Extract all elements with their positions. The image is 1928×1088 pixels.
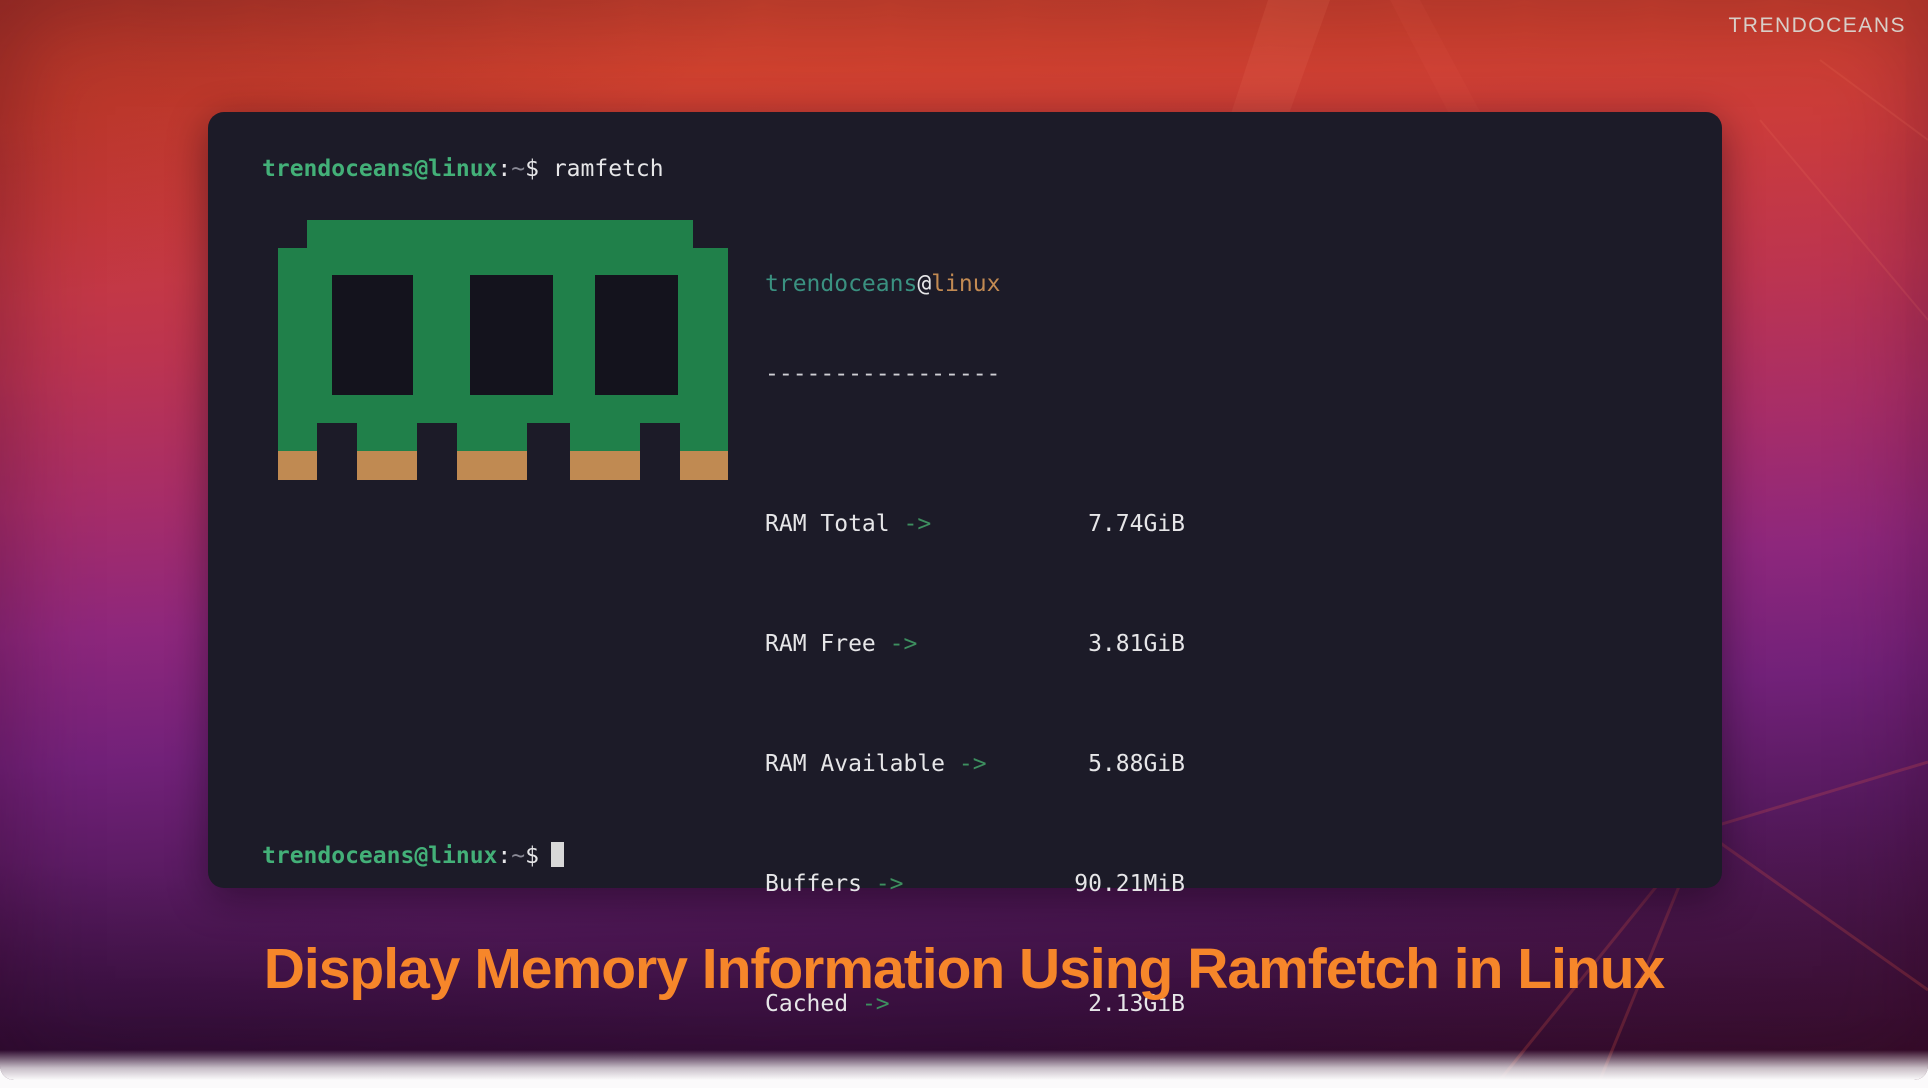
fetch-host: trendoceans@linux [765,269,1185,299]
terminal-cursor[interactable] [550,842,564,867]
prompt-colon: : [497,843,512,869]
stat-value: 7.74GiB [1088,511,1185,537]
fetch-host-name: linux [931,271,1001,297]
stat-row: Buffers -> 90.21MiB [765,869,1185,899]
fetch-separator: ----------------- [765,361,1001,387]
terminal-window[interactable]: trendoceans@linux:~$ ramfetch trendocean… [208,112,1722,1017]
ramfetch-output: trendoceans@linux ----------------- RAM … [765,209,1185,1080]
arrow-icon: -> [958,751,987,777]
stats-list: RAM Total -> 7.74GiB RAM Free -> 3.81GiB… [765,449,1185,1080]
bottom-fade [0,1050,1928,1080]
prompt-line-bottom[interactable]: trendoceans@linux:~$ [262,841,564,871]
prompt-symbol: $ [525,843,539,869]
arrow-icon: -> [861,991,890,1017]
stat-value: 5.88GiB [1088,751,1185,777]
stat-value: 3.81GiB [1088,631,1185,657]
stat-label: Cached [765,991,849,1017]
prompt-user: trendoceans@linux [262,156,498,182]
stat-row: RAM Available -> 5.88GiB [765,749,1185,779]
prompt-line: trendoceans@linux:~$ ramfetch [262,154,664,184]
stat-row: RAM Total -> 7.74GiB [765,509,1185,539]
prompt-symbol: $ [525,156,539,182]
arrow-icon: -> [903,511,932,537]
prompt-user: trendoceans@linux [262,843,498,869]
fetch-host-user: trendoceans [765,271,918,297]
command-text: ramfetch [538,156,664,182]
stat-row: RAM Free -> 3.81GiB [765,629,1185,659]
page-title: Display Memory Information Using Ramfetc… [263,937,1666,1001]
watermark: TRENDOCEANS [1728,14,1906,37]
stat-row: Cached -> 2.13GiB [765,989,1185,1019]
prompt-colon: : [497,156,512,182]
prompt-path: ~ [511,843,526,869]
stat-label: RAM Total [765,511,890,537]
stat-value: 90.21MiB [1074,871,1185,897]
arrow-icon: -> [875,871,904,897]
stat-label: RAM Available [765,751,946,777]
fetch-host-at: @ [917,271,932,297]
arrow-icon: -> [889,631,918,657]
stat-label: RAM Free [765,631,876,657]
stat-label: Buffers [765,871,862,897]
prompt-path: ~ [511,156,526,182]
stat-value: 2.13GiB [1088,991,1185,1017]
ram-icon [278,220,728,480]
